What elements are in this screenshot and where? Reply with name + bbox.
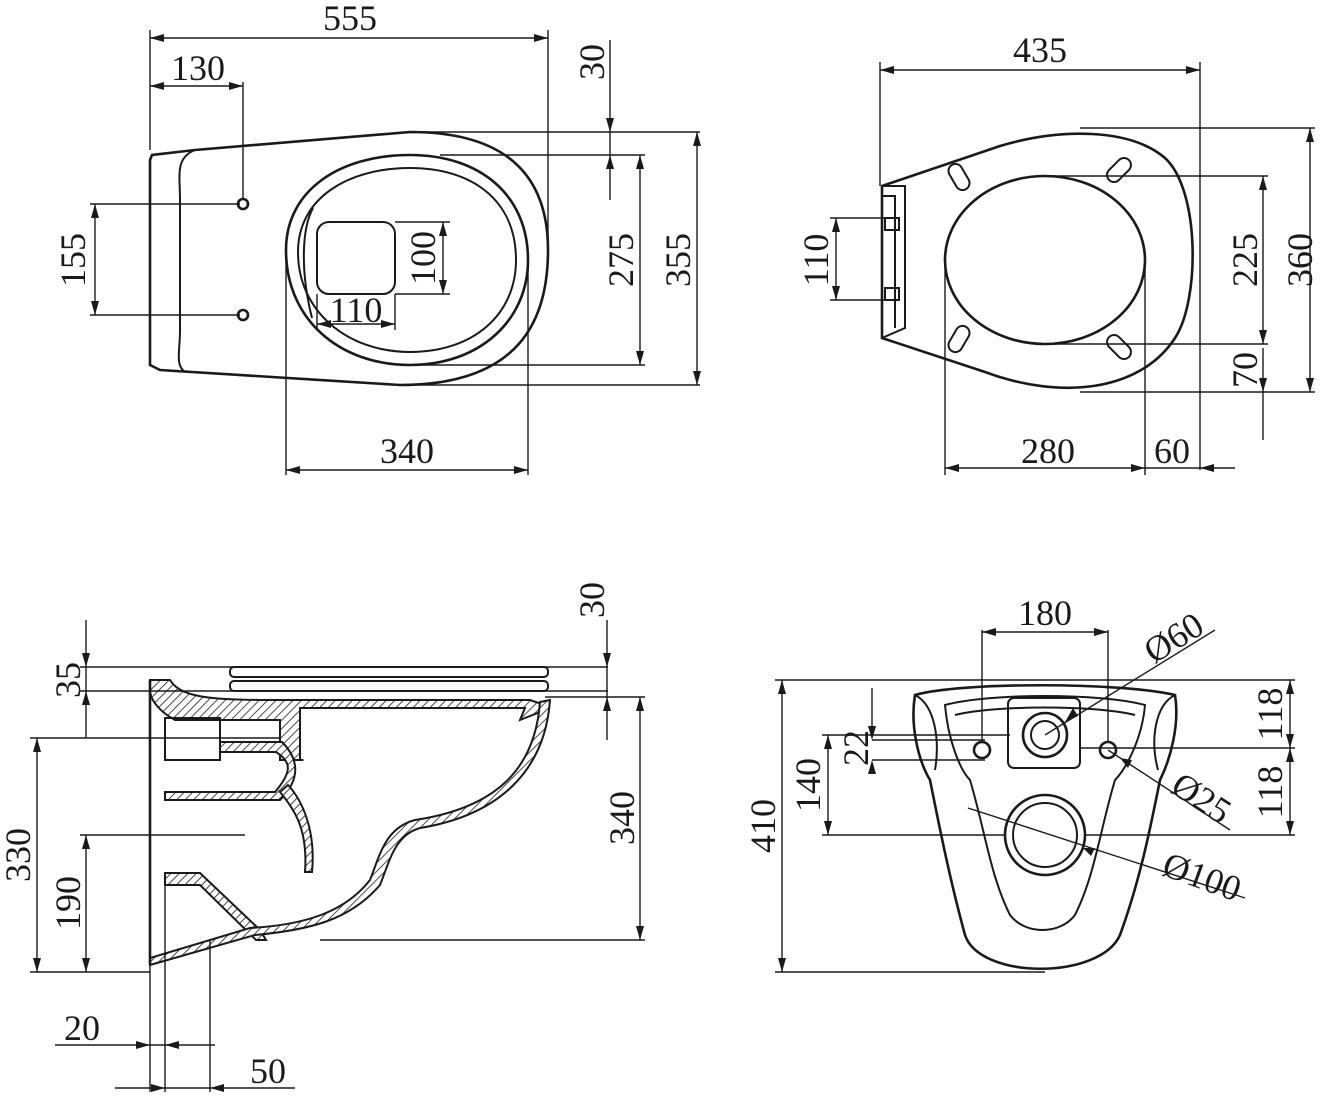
rear-dim-140: 140	[788, 758, 828, 812]
rear-dim-180: 180	[1018, 593, 1072, 633]
side-dim-330: 330	[0, 828, 38, 882]
top-dim-355: 355	[658, 233, 698, 287]
seat-dim-60: 60	[1154, 431, 1190, 471]
side-dim-340: 340	[602, 791, 642, 845]
top-dim-30: 30	[572, 44, 612, 80]
top-dim-275: 275	[601, 233, 641, 287]
side-dim-30: 30	[572, 582, 612, 618]
top-dim-155: 155	[53, 233, 93, 287]
side-dim-35: 35	[48, 662, 88, 698]
top-dim-340: 340	[380, 431, 434, 471]
seat-dim-360: 360	[1280, 233, 1320, 287]
side-dim-190: 190	[48, 876, 88, 930]
rear-inner-rim	[954, 706, 1136, 716]
side-rim-top	[149, 679, 547, 762]
side-dim-20: 20	[64, 1008, 100, 1048]
top-dim-130: 130	[171, 48, 225, 88]
top-dim-100: 100	[403, 231, 443, 285]
rear-dim-22: 22	[836, 730, 876, 766]
top-view-outlet	[316, 221, 396, 295]
top-dim-110: 110	[330, 290, 383, 330]
side-inner-wall	[164, 741, 297, 801]
side-seat-ring	[229, 680, 549, 692]
top-dim-555: 555	[323, 0, 377, 38]
seat-dim-280: 280	[1021, 431, 1075, 471]
seat-hinge	[881, 185, 906, 339]
rear-outlet-outer	[1003, 793, 1087, 877]
side-inlet-pipe	[164, 717, 221, 761]
rear-dim-dia60: Ø60	[1137, 604, 1211, 671]
rear-dim-118-lower: 118	[1250, 766, 1290, 819]
seat-bumper-tr	[1106, 157, 1132, 183]
rear-view: 180 Ø60 22 140 Ø25 118 118 410 Ø100	[743, 593, 1295, 973]
side-waste-wall	[278, 783, 314, 873]
seat-dim-435: 435	[1013, 30, 1067, 70]
rear-ear-right	[1153, 694, 1176, 771]
seat-dim-225: 225	[1225, 233, 1265, 287]
seat-view: 435 110 225 360 70 280 60	[796, 30, 1320, 475]
seat-outline	[880, 132, 1194, 389]
rear-inlet-inner	[1030, 720, 1060, 750]
top-view-rim-slot	[302, 207, 314, 319]
rear-outline	[912, 683, 1178, 970]
seat-bumper-br	[1106, 334, 1132, 360]
rear-dim-dia25: Ø25	[1165, 764, 1239, 831]
top-view-bowl-inner	[296, 166, 518, 354]
side-seat-lid	[229, 666, 549, 678]
rear-dim-410: 410	[743, 799, 783, 853]
seat-bumper-bl	[947, 324, 971, 354]
seat-dim-110: 110	[796, 234, 836, 287]
seat-dim-70: 70	[1225, 352, 1265, 388]
top-view-outline	[148, 130, 550, 387]
side-dim-50: 50	[250, 1051, 286, 1091]
side-view: 35 30 330 190 340 20 50	[0, 582, 645, 1092]
rear-outlet-inner	[1012, 802, 1078, 868]
rear-ear-left	[914, 694, 938, 771]
rear-dim-118-upper: 118	[1250, 688, 1290, 741]
top-view: 555 130 30 155 100 110 275 355 340	[53, 0, 701, 475]
rear-inner-outline	[943, 695, 1147, 931]
seat-opening	[943, 174, 1147, 346]
top-view-tank-edge	[177, 149, 196, 373]
rear-inlet-housing	[1007, 697, 1081, 769]
seat-bumper-tl	[947, 162, 971, 192]
side-bowl-outer	[149, 698, 552, 967]
rear-dim-dia100: Ø100	[1158, 844, 1247, 909]
rear-inlet-outer	[1021, 711, 1069, 759]
rear-mount-left	[972, 740, 992, 760]
side-outlet	[164, 872, 268, 941]
